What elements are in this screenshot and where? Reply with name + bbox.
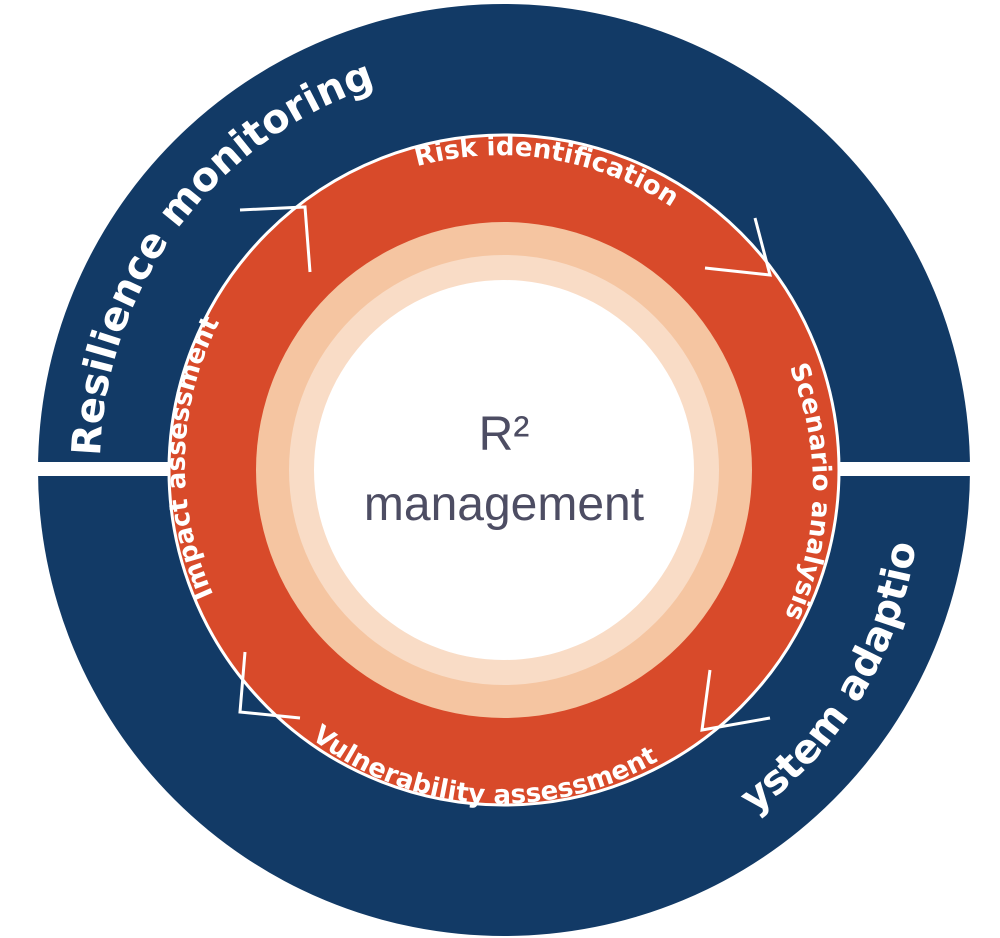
center-title-line1: R² xyxy=(479,408,530,461)
arrow-head-bottom-right xyxy=(700,669,771,732)
cycle-arrow-heads xyxy=(238,205,773,732)
center-disc xyxy=(314,280,694,660)
arrow-head-bottom-left xyxy=(238,651,301,720)
arrow-head-top-left xyxy=(239,205,312,273)
arrow-head-top-right xyxy=(704,217,773,277)
center-title-line2: management xyxy=(364,478,644,531)
